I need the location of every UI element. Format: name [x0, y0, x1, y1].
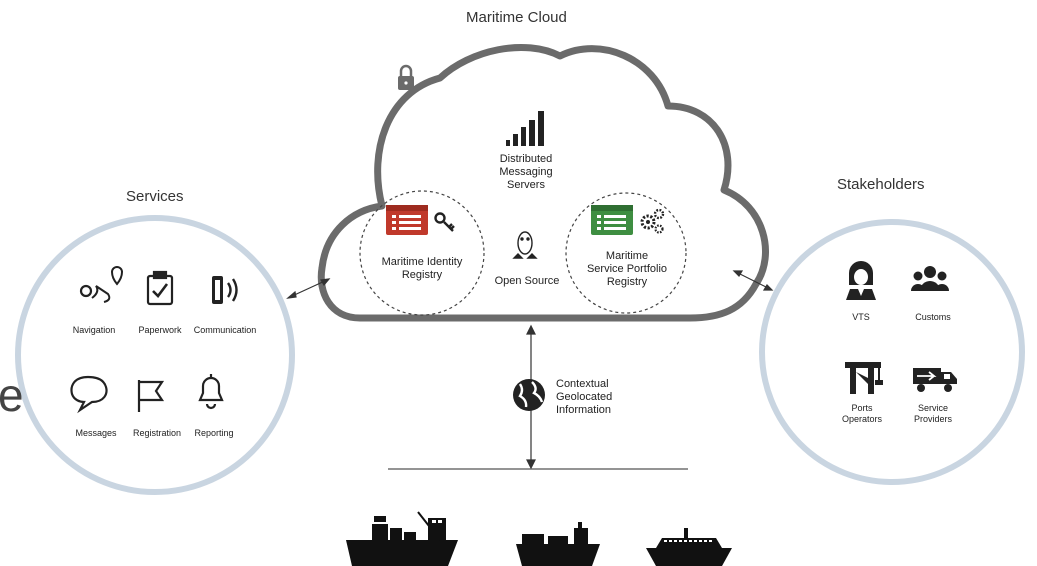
navigation-label: Navigation — [72, 325, 116, 335]
cloud-outline — [317, 43, 769, 322]
key-icon — [434, 212, 455, 232]
gears-icon — [640, 208, 665, 234]
communication-label: Communication — [193, 325, 257, 335]
messaging-servers-label: Distributed Messaging Servers — [499, 153, 553, 191]
port-crane-icon — [845, 362, 883, 394]
service-registry-dashed-circle — [565, 192, 687, 314]
messages-label: Messages — [75, 428, 117, 438]
vts-operator-icon — [846, 261, 876, 300]
paperwork-label: Paperwork — [138, 325, 182, 335]
communication-icon — [212, 276, 238, 304]
navigation-icon — [79, 266, 124, 303]
reporting-bell-icon — [198, 374, 224, 410]
registration-flag-icon — [137, 380, 165, 412]
services-circle — [15, 215, 295, 495]
identity-dashed-circle — [359, 190, 485, 316]
vts-label: VTS — [852, 312, 870, 322]
edge-text-fragment: e — [0, 369, 24, 421]
signal-bars-icon — [506, 111, 544, 146]
container-ship-icon — [346, 511, 458, 566]
geolocated-info-label: Contextual Geolocated Information — [556, 378, 613, 416]
services-title: Services — [126, 188, 184, 205]
registration-label: Registration — [132, 428, 182, 438]
service-providers-label: Service Providers — [913, 403, 952, 424]
cloud-title: Maritime Cloud — [466, 9, 567, 26]
customs-group-icon — [911, 266, 949, 291]
service-window-icon — [591, 205, 633, 235]
ferry-ship-icon — [646, 528, 732, 566]
identity-window-icon — [386, 205, 428, 235]
open-source-label: Open Source — [494, 275, 560, 287]
lock-icon — [398, 64, 414, 90]
cargo-ship-icon — [516, 522, 600, 566]
linux-penguin-icon — [512, 231, 538, 259]
stakeholders-circle — [759, 219, 1025, 485]
service-truck-icon — [913, 368, 957, 392]
paperwork-icon — [146, 270, 174, 306]
reporting-label: Reporting — [194, 428, 234, 438]
messages-icon — [70, 375, 108, 414]
ports-operators-label: Ports Operators — [841, 403, 883, 424]
identity-registry-label: Maritime Identity Registry — [381, 256, 463, 281]
service-registry-label: Maritime Service Portfolio Registry — [586, 250, 668, 288]
globe-icon — [513, 379, 545, 411]
customs-label: Customs — [915, 312, 951, 322]
stakeholders-title: Stakeholders — [837, 176, 925, 193]
